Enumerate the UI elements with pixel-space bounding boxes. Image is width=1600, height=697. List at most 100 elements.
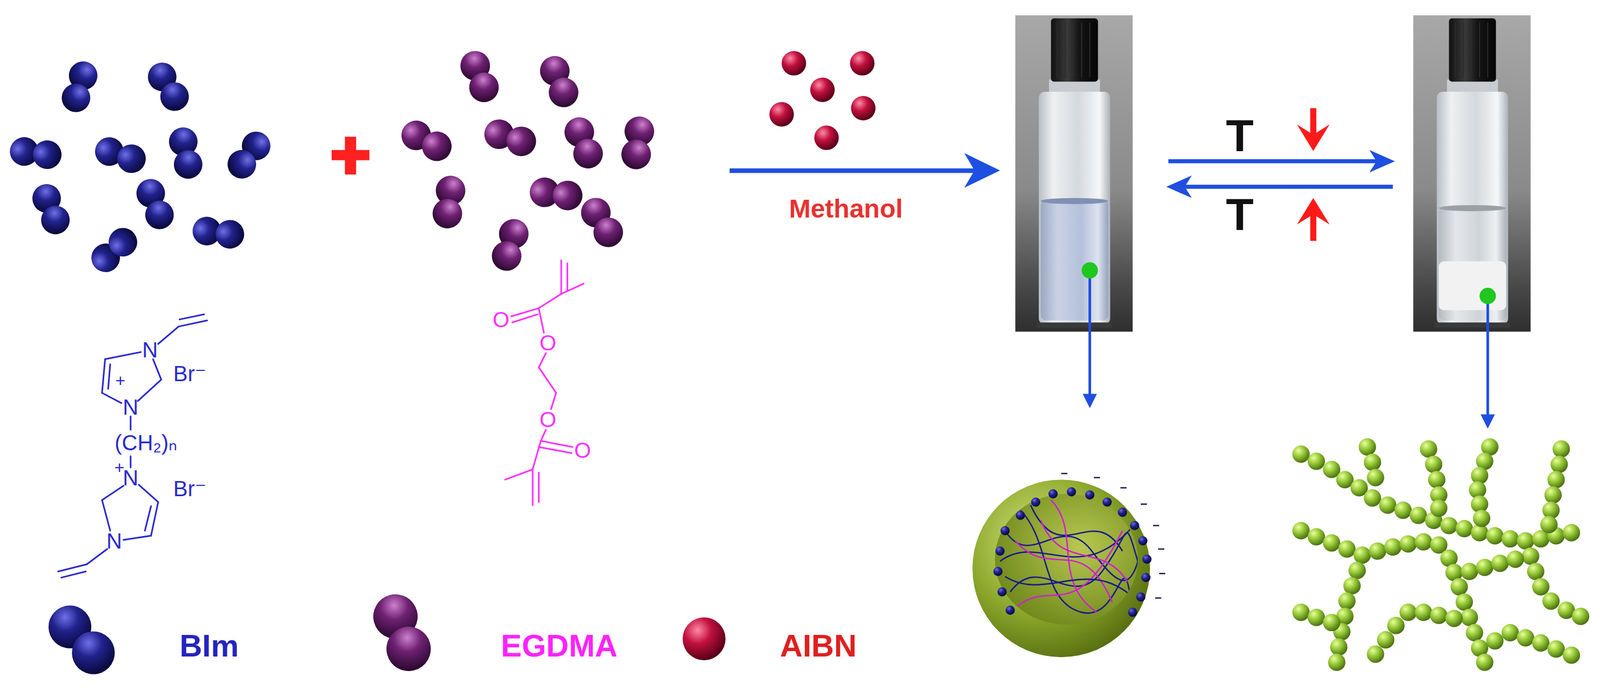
egdma-structure-part (538, 367, 556, 393)
vial-photo-solution-part-part (1072, 22, 1074, 78)
aggregated-network-part (1540, 515, 1558, 534)
microgel-particle-part-part (1159, 573, 1166, 575)
reversible-arrows-part (1168, 159, 1378, 164)
leader-arrows-part (1082, 394, 1097, 409)
vial-photo-solution (1015, 15, 1133, 332)
vial-photo-solution-part (1036, 322, 1113, 328)
vial-photo-precipitate-part (1436, 91, 1509, 325)
bim-structure-part (151, 502, 159, 536)
plus-sign-part (344, 136, 356, 175)
microgel-particle-part-part (1142, 554, 1152, 564)
aggregated-network-part (1322, 534, 1341, 553)
egdma-monomers-part (527, 50, 591, 113)
microgel-particle-part-part (1048, 489, 1058, 499)
egdma-structure-part (512, 314, 538, 323)
reversible-arrows-part (1166, 175, 1192, 199)
bim-structure-part (158, 326, 179, 345)
egdma-monomers-part (447, 45, 512, 108)
microgel-particle-part-part (1120, 487, 1127, 489)
aggregated-network-part (1466, 624, 1484, 642)
egdma-monomers-part (399, 115, 455, 167)
bim-monomers-part (187, 202, 250, 264)
aggregated-network-part (1428, 471, 1446, 489)
microgel-particle-part-part (1130, 521, 1140, 531)
vial-photo-solution-part-part (1056, 22, 1058, 78)
bim-structure-part (138, 485, 159, 503)
leader-arrows-part (1479, 287, 1496, 305)
vial-photo-precipitate-part-part (1454, 22, 1456, 78)
bim-monomers-part (19, 178, 83, 240)
vial-photo-solution-part (1040, 199, 1109, 321)
bim-structure-part (102, 500, 111, 531)
aggregated-network-part (1338, 592, 1356, 610)
egdma-monomers-part (524, 163, 589, 226)
egdma-monomers-part (480, 109, 541, 167)
vial-photo-precipitate-part (1448, 18, 1496, 82)
microgel-particle-part-part (1031, 497, 1041, 507)
egdma-monomers (399, 45, 669, 275)
microgel-particle-part-part (1005, 606, 1015, 616)
bim-structure-part (144, 506, 151, 531)
microgel-particle-part-part (1016, 511, 1026, 521)
microgel-particle-part-part (1135, 592, 1146, 602)
aggregated-network-part (1506, 550, 1524, 569)
microgel-particle-part-part (1085, 490, 1095, 500)
legend-samples (41, 586, 726, 680)
microgel-particle-part-part (1010, 530, 1123, 613)
vial-photo-precipitate (1413, 15, 1531, 332)
bim-structure (58, 314, 208, 578)
plus-sign (331, 136, 370, 175)
vial-photo-solution-part-part (1089, 22, 1091, 78)
microgel-particle-part (993, 487, 1152, 618)
aggregated-network-part (1527, 562, 1545, 581)
aggregated-network-part (1383, 538, 1402, 556)
aggregated-network-part (1516, 532, 1535, 550)
aggregated-network-part (1358, 438, 1376, 456)
leader-arrows (1081, 262, 1496, 429)
aggregated-network-part (1338, 540, 1356, 559)
egdma-structure-part (532, 469, 534, 506)
aibn-initiator-part (850, 51, 875, 76)
vial-photo-solution-part (1040, 198, 1109, 205)
reaction-arrow (729, 153, 1001, 188)
aggregated-network-part (1542, 592, 1560, 610)
bim-structure-part (58, 564, 87, 572)
aggregated-network-part (1486, 632, 1504, 650)
bim-structure-part (129, 456, 132, 468)
aggregated-network-part (1475, 654, 1494, 672)
aggregated-network-part (1491, 554, 1509, 573)
aggregated-network-part (1394, 501, 1412, 520)
egdma-monomers-part (572, 193, 633, 252)
microgel-particle-part (1061, 473, 1166, 599)
egdma-structure-part (532, 441, 541, 470)
egdma-structure-part (505, 469, 533, 480)
microgel-particle-part-part (1005, 576, 1133, 598)
aggregated-network-part (1414, 533, 1433, 551)
atom-label: O (574, 439, 591, 462)
microgel-particle-part-part (997, 587, 1007, 597)
bim-monomers-part (4, 122, 67, 184)
egdma-structure-part (566, 263, 569, 292)
aggregated-network-part (1307, 608, 1326, 627)
bim-structure-part (179, 314, 204, 320)
microgel-particle-part-part (993, 567, 1003, 577)
bim-structure-part (123, 535, 152, 541)
atom-label: N (122, 467, 139, 489)
bim-structure-part (108, 364, 111, 389)
aggregated-network-part (1552, 440, 1570, 459)
aggregated-network-part (1547, 640, 1565, 658)
microgel-particle-part-part (1040, 520, 1128, 582)
vial-photo-solution-part (1051, 18, 1099, 82)
aggregated-network-part (1414, 603, 1433, 622)
reversible-arrows (1166, 150, 1395, 199)
bim-monomers-part (138, 58, 198, 115)
temperature-arrows-part (1296, 124, 1330, 152)
charge-label: + (115, 372, 126, 390)
leader-arrows-part (1081, 262, 1098, 279)
microgel-particle-part (995, 494, 1138, 625)
aggregated-network-part (1531, 578, 1550, 596)
legend-label: AIBN (780, 630, 857, 662)
egdma-structure-part (538, 293, 562, 308)
